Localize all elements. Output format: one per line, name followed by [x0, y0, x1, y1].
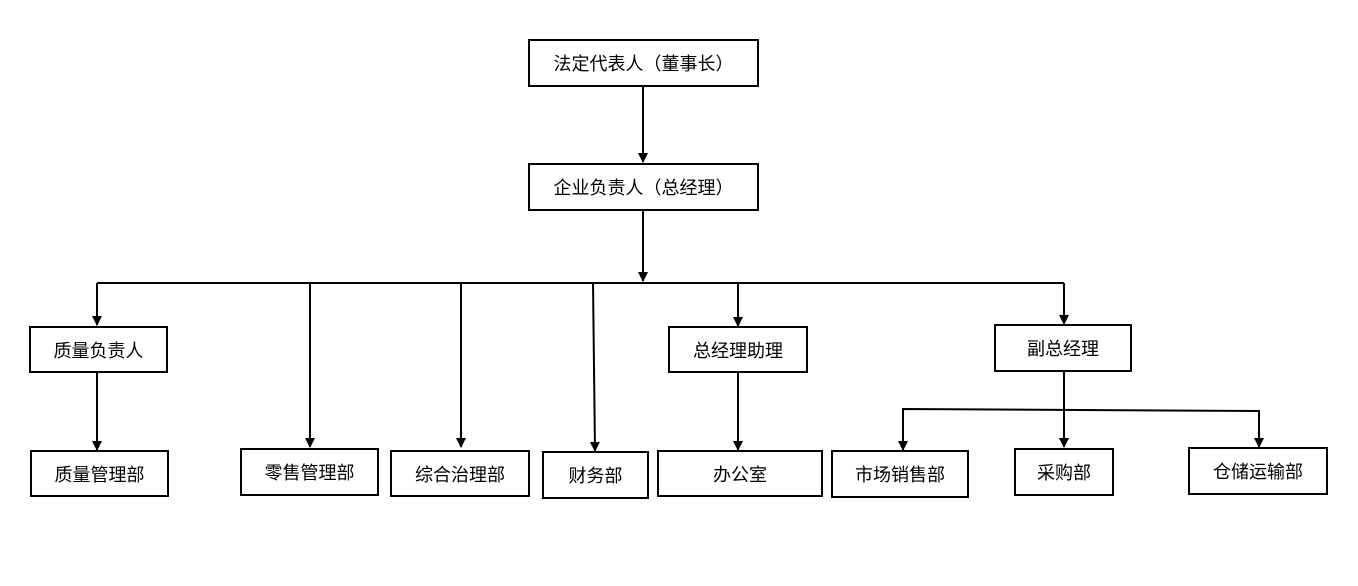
- quality-dept-box: 质量管理部: [30, 450, 169, 497]
- edge-bus-to-finance: [589, 282, 600, 452]
- admin-dept-box: 综合治理部: [390, 450, 530, 497]
- general-manager-box: 企业负责人（总经理）: [528, 163, 759, 211]
- office-box: 办公室: [657, 450, 823, 497]
- purchasing-dept-box: 采购部: [1014, 448, 1114, 496]
- deputy-gm-box: 副总经理: [994, 324, 1132, 372]
- retail-dept-box: 零售管理部: [240, 448, 379, 496]
- marketing-dept-box: 市场销售部: [831, 450, 969, 498]
- finance-dept-box: 财务部: [542, 451, 649, 499]
- edge-deputy-sub-bus: [902, 407, 1264, 450]
- chairman-box: 法定代表人（董事长）: [528, 39, 759, 87]
- quality-head-box: 质量负责人: [29, 326, 168, 373]
- warehouse-dept-box: 仓储运输部: [1188, 447, 1328, 495]
- gm-assistant-box: 总经理助理: [668, 326, 808, 373]
